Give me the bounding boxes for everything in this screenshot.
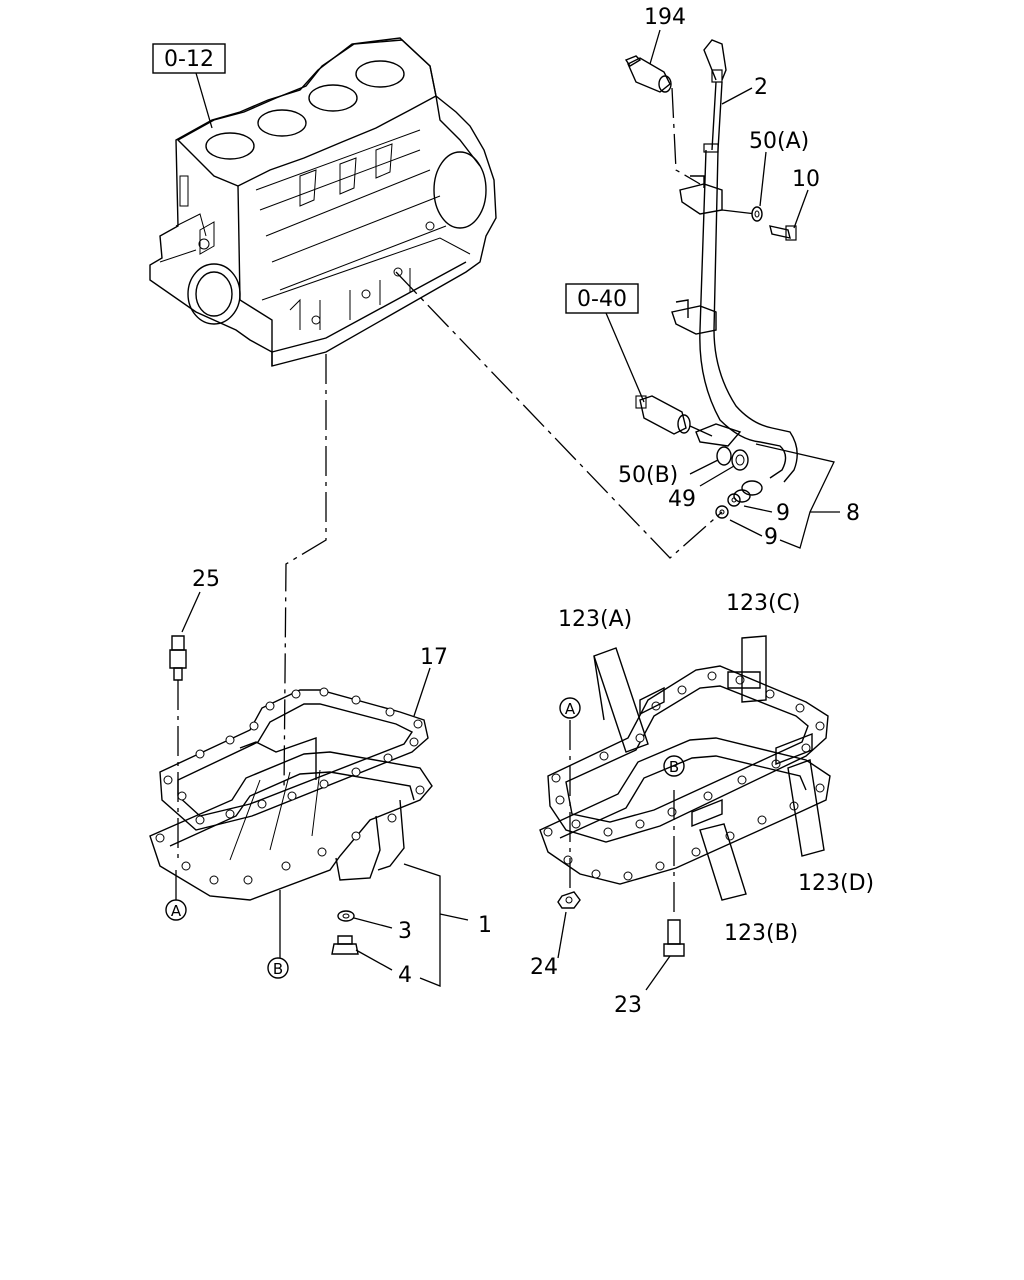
marker-a-right-label: A (565, 700, 576, 718)
label-24: 24 (530, 955, 558, 980)
label-123c: 123(C) (726, 591, 801, 616)
assembly-guide-lines (283, 87, 757, 791)
bolt-23-illustration (663, 790, 685, 957)
cylinder-block-illustration (149, 37, 497, 367)
drain-plug-4-illustration (331, 935, 359, 955)
marker-a-left: A (165, 870, 187, 921)
label-23: 23 (614, 993, 642, 1018)
label-25: 25 (192, 567, 220, 592)
label-123a: 123(A) (558, 607, 632, 632)
reference-label-block: 0-12 (164, 47, 214, 72)
dipstick-guide-tube-illustration (671, 39, 798, 503)
label-9-lower: 9 (764, 525, 778, 550)
gasket-49-illustration (731, 449, 749, 471)
label-123d: 123(D) (798, 871, 874, 896)
label-3: 3 (398, 919, 412, 944)
oil-pan-gasket-right (547, 665, 829, 843)
label-4: 4 (398, 963, 412, 988)
marker-b-left-label: B (273, 960, 283, 978)
label-49: 49 (668, 487, 696, 512)
label-50b: 50(B) (618, 463, 678, 488)
label-50a: 50(A) (749, 129, 809, 154)
label-9-upper: 9 (776, 501, 790, 526)
washer-50b-illustration (716, 446, 732, 466)
part-labels: 194 2 50(A) 10 50(B) 49 9 9 8 25 17 1 3 … (192, 5, 874, 1018)
label-2: 2 (754, 75, 768, 100)
marker-a-left-label: A (171, 902, 182, 920)
bolt-10-illustration (769, 225, 797, 241)
oil-pan-gasket-left (159, 687, 429, 831)
reference-label-pipe: 0-40 (577, 287, 627, 312)
washer-50a-illustration (751, 206, 763, 222)
marker-b-right-label: B (669, 758, 679, 776)
nut-24-illustration (557, 720, 581, 909)
reference-box-pipe: 0-40 (565, 283, 645, 403)
washer-9-lower-illustration (715, 505, 729, 519)
oil-pan-right (539, 737, 831, 885)
reference-box-block: 0-12 (152, 43, 226, 129)
label-10: 10 (792, 167, 820, 192)
marker-a-right: A (559, 697, 581, 719)
marker-b-right: B (663, 755, 685, 777)
drain-washer-3-illustration (337, 910, 355, 922)
stud-25-illustration (169, 635, 187, 860)
washer-9-upper-illustration (727, 493, 741, 507)
label-123b: 123(B) (724, 921, 798, 946)
label-8: 8 (846, 501, 860, 526)
stud-194-illustration (624, 55, 672, 93)
label-1: 1 (478, 913, 492, 938)
oil-pan-left (149, 737, 433, 901)
marker-b-left: B (267, 890, 289, 979)
label-17: 17 (420, 645, 448, 670)
leader-lines (181, 29, 840, 991)
label-194: 194 (644, 5, 686, 30)
